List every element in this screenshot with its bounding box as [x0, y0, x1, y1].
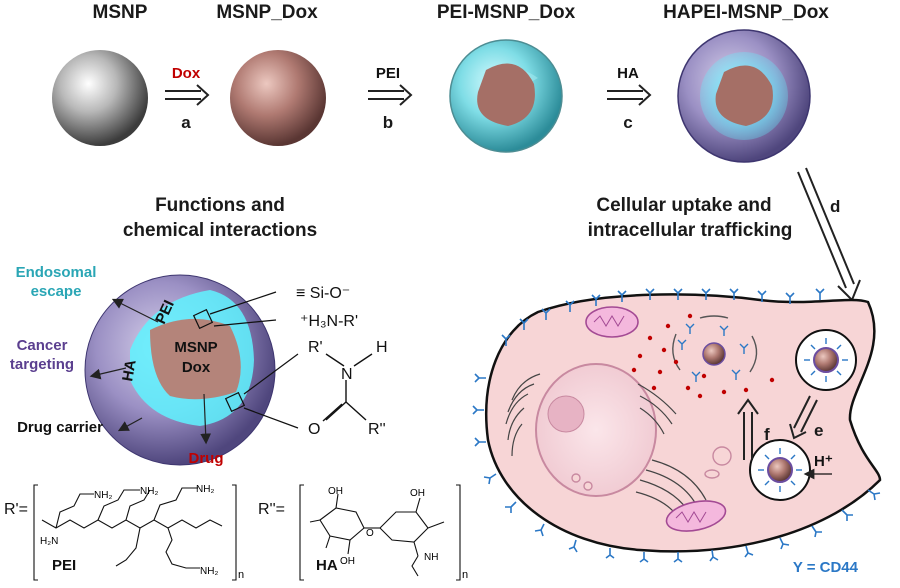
ha-structure-label: HA	[316, 557, 338, 574]
cellular-title-line1: Cellular uptake and	[596, 195, 771, 216]
cd44-legend: Y = CD44	[793, 559, 859, 576]
ha-n-subscript: n	[462, 569, 468, 581]
sphere-msnp-dox	[230, 50, 326, 146]
function-drug: Drug	[189, 450, 224, 467]
large-nanoparticle	[84, 274, 276, 466]
ha-oh-3: OH	[340, 556, 355, 567]
pei-nh2-4: NH₂	[200, 566, 218, 577]
ha-nh: NH	[424, 552, 438, 563]
amide-structure	[322, 353, 373, 422]
stage-label-pei-msnp-dox: PEI-MSNP_Dox	[437, 2, 576, 23]
sphere-msnp	[52, 50, 148, 146]
layer-label-ha: HA	[119, 358, 140, 382]
reagent-dox: Dox	[172, 65, 201, 82]
pei-structure	[33, 484, 237, 581]
sphere-hapei-msnp-dox	[677, 29, 811, 163]
function-endosomal-line2: escape	[31, 283, 82, 300]
function-pointer-arrows	[89, 298, 212, 445]
amide-r2: R''	[368, 421, 386, 438]
step-f-label: f	[764, 425, 770, 444]
function-drug-carrier: Drug carrier	[17, 419, 103, 436]
pei-nh2-2: NH₂	[140, 486, 158, 497]
arrow-step-d	[797, 167, 861, 302]
function-cancer-line1: Cancer	[17, 337, 68, 354]
vesicles	[571, 446, 732, 491]
callout-boxes	[192, 291, 299, 429]
stage-label-msnp: MSNP	[93, 2, 148, 23]
pei-structure-label: PEI	[52, 557, 76, 574]
pei-n-subscript: n	[238, 569, 244, 581]
core-label-msnp: MSNP	[174, 339, 217, 356]
ha-o-link: O	[366, 528, 374, 539]
pei-nh2-3: NH₂	[196, 484, 214, 495]
cd44-receptors	[472, 288, 881, 563]
drug-molecules	[631, 313, 775, 399]
arrow-step-f	[737, 398, 759, 460]
function-cancer-line2: targeting	[10, 356, 74, 373]
arrow-step-e	[789, 395, 818, 440]
step-b-label: b	[383, 113, 393, 132]
stage-label-msnp-dox: MSNP_Dox	[216, 2, 318, 23]
ha-oh-1: OH	[328, 486, 343, 497]
endoplasmic-reticulum	[505, 373, 677, 457]
arrow-step-c	[607, 84, 652, 106]
stage-label-hapei-msnp-dox: HAPEI-MSNP_Dox	[663, 2, 829, 23]
r2-equals: R''=	[258, 501, 285, 518]
functions-title-line1: Functions and	[155, 195, 285, 216]
endosome-early	[795, 329, 857, 391]
mitochondria-cristae	[593, 315, 707, 523]
step-c-label: c	[623, 113, 632, 132]
released-nanoparticle	[672, 315, 758, 382]
arrow-step-b	[368, 84, 413, 106]
functions-title-line2: chemical interactions	[123, 220, 317, 241]
amide-h: H	[376, 339, 388, 356]
arrow-step-a	[165, 84, 210, 106]
ha-structure	[299, 484, 461, 581]
step-e-label: e	[814, 421, 823, 440]
chem-silanolate: ≡ Si-O⁻	[296, 285, 350, 302]
reagent-ha: HA	[617, 65, 639, 82]
core-label-dox: Dox	[182, 359, 211, 376]
chem-ammonium: ⁺H₃N-R'	[300, 313, 358, 330]
amide-n: N	[341, 366, 353, 383]
step-d-label: d	[830, 197, 840, 216]
function-endosomal-line1: Endosomal	[16, 264, 97, 281]
proton-label: H⁺	[814, 453, 833, 470]
step-a-label: a	[181, 113, 191, 132]
ha-oh-2: OH	[410, 488, 425, 499]
pei-h2n: H₂N	[40, 536, 58, 547]
r1-equals: R'=	[4, 501, 28, 518]
endosome-late	[749, 439, 811, 501]
amide-o: O	[308, 421, 320, 438]
cellular-title-line2: intracellular trafficking	[588, 220, 793, 241]
nucleus	[535, 363, 657, 497]
sphere-pei-msnp-dox	[449, 39, 563, 153]
pei-nh2-1: NH₂	[94, 490, 112, 501]
reagent-pei: PEI	[376, 65, 400, 82]
amide-r1: R'	[308, 339, 323, 356]
